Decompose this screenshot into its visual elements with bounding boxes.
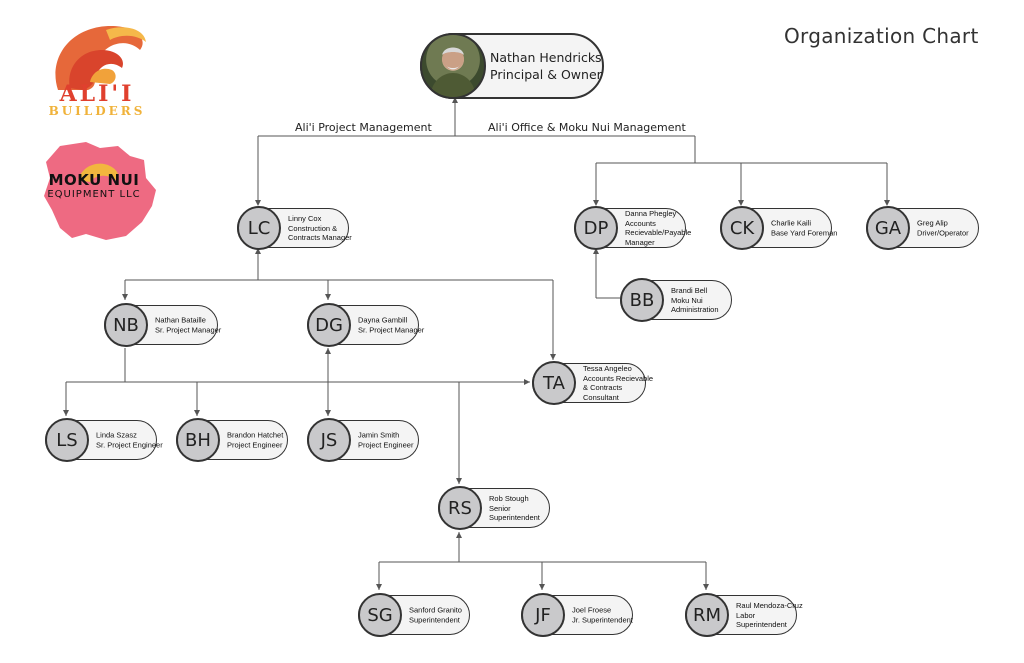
avatar-photo	[420, 33, 486, 99]
initials-avatar: JS	[307, 418, 351, 462]
person-role-cont: Recievable/Payable	[625, 228, 692, 237]
person-name: Nathan Bataille	[155, 315, 206, 325]
initials-avatar: DG	[307, 303, 351, 347]
top-role: Principal & Owner	[490, 67, 602, 82]
person-role-cont: Superintendent	[489, 512, 540, 522]
initials-avatar: NB	[104, 303, 148, 347]
person-name: Sanford Granito	[409, 605, 462, 615]
initials-avatar: SG	[358, 593, 402, 637]
initials-avatar: BH	[176, 418, 220, 462]
initials-avatar: JF	[521, 593, 565, 637]
initials-avatar: CK	[720, 206, 764, 250]
alii-title: ALI'I	[59, 81, 135, 107]
person-name: Charlie Kaili	[771, 218, 812, 228]
branch-label-project-management: Ali'i Project Management	[295, 121, 432, 134]
initials-avatar: TA	[532, 361, 576, 405]
moku-nui-logo	[44, 142, 156, 240]
person-role: Sr. Project Engineer	[96, 440, 163, 449]
person-name: Linda Szasz	[96, 430, 137, 440]
person-role-cont2: Manager	[625, 237, 655, 247]
moku-nui-title: MOKU NUI	[48, 171, 140, 189]
person-photo-icon	[430, 47, 476, 97]
person-role: Senior	[489, 503, 511, 513]
top-name: Nathan Hendricks	[490, 50, 602, 65]
person-role: Labor	[736, 610, 756, 620]
person-role: Accounts Recievable	[583, 373, 654, 383]
alii-builders-logo	[55, 25, 146, 91]
initials-avatar: GA	[866, 206, 910, 250]
alii-subtitle: BUILDERS	[48, 104, 146, 118]
person-name: Linny Cox	[288, 213, 322, 223]
person-role-cont2: Consultant	[583, 392, 619, 402]
initials-avatar: DP	[574, 206, 618, 250]
person-role: Construction &	[288, 223, 338, 233]
person-name: Brandi Bell	[671, 285, 708, 295]
person-role-cont: & Contracts	[583, 383, 623, 392]
person-name: Jamin Smith	[358, 430, 400, 440]
person-name: Danna Phegley	[625, 209, 677, 218]
person-role: Accounts	[625, 218, 656, 228]
person-role: Superintendent	[409, 615, 460, 624]
page-title: Organization Chart	[784, 24, 979, 48]
person-role: Base Yard Foreman	[771, 228, 838, 237]
person-role: Sr. Project Manager	[358, 325, 425, 334]
initials-avatar: RM	[685, 593, 729, 637]
person-name: Dayna Gambill	[358, 315, 408, 325]
person-name: Greg Alip	[917, 218, 948, 228]
initials-avatar: BB	[620, 278, 664, 322]
person-role-cont: Superintendent	[736, 619, 787, 629]
person-name: Rob Stough	[489, 493, 529, 503]
alii-builders-text: ALI'I BUILDERS	[32, 81, 162, 118]
branch-label-office-management: Ali'i Office & Moku Nui Management	[488, 121, 686, 134]
person-role-cont: Administration	[671, 304, 719, 314]
initials-avatar: RS	[438, 486, 482, 530]
person-name: Tessa Angeleo	[583, 364, 632, 373]
person-role: Driver/Operator	[917, 228, 969, 237]
person-name: Joel Froese	[572, 605, 612, 615]
person-role: Jr. Superintendent	[572, 615, 633, 624]
person-name: Raul Mendoza-Cruz	[736, 600, 803, 610]
person-role: Moku Nui	[671, 295, 703, 305]
person-role: Project Engineer	[358, 440, 414, 449]
person-name: Brandon Hatchet	[227, 430, 284, 440]
moku-nui-text: MOKU NUI EQUIPMENT LLC	[26, 172, 162, 202]
node-nathan-hendricks[interactable]: Nathan Hendricks Principal & Owner	[420, 33, 604, 99]
initials-avatar: LS	[45, 418, 89, 462]
moku-nui-subtitle: EQUIPMENT LLC	[47, 189, 141, 200]
person-role-cont: Contracts Manager	[288, 232, 352, 242]
person-role: Sr. Project Manager	[155, 325, 222, 334]
person-role: Project Engineer	[227, 440, 283, 449]
initials-avatar: LC	[237, 206, 281, 250]
